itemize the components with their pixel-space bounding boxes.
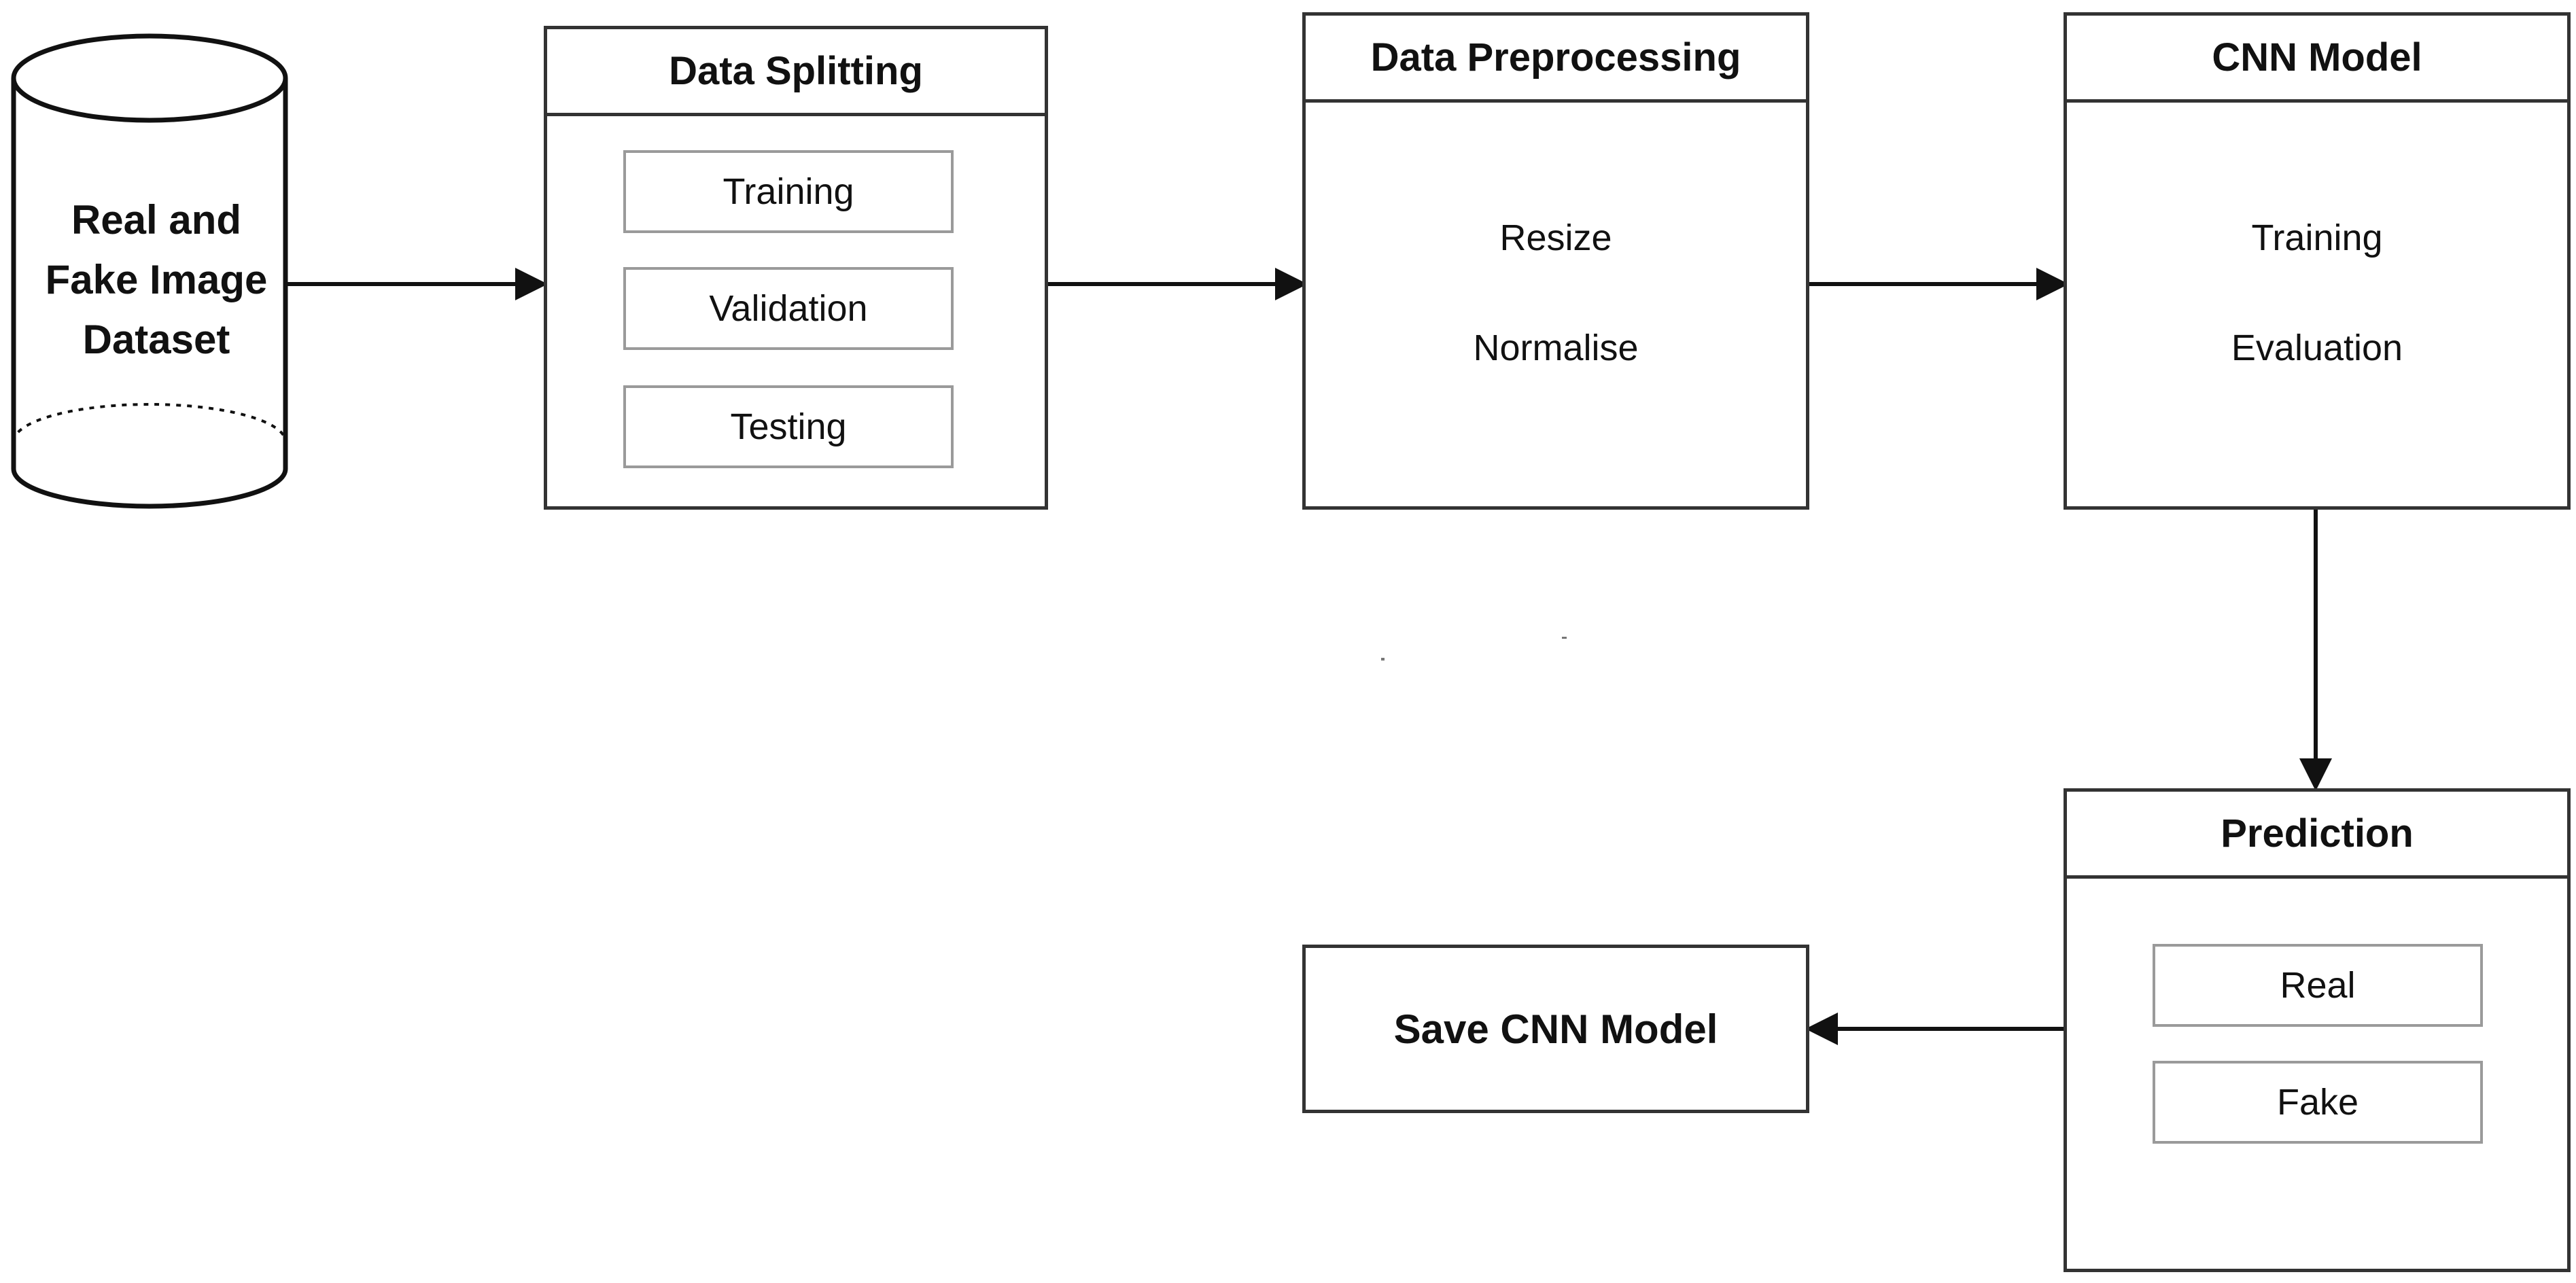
save-cnn-model-box: Save CNN Model [1302,945,1809,1113]
prediction-item-fake: Fake [2153,1061,2483,1144]
cnn-model-box: CNN Model Training Evaluation [2064,12,2571,510]
dataset-label-line: Fake Image [45,257,268,302]
data-splitting-title: Data Splitting [547,29,1045,116]
preprocessing-step-resize: Resize [1499,217,1612,258]
prediction-box: Prediction Real Fake [2064,788,2571,1272]
dataset-label-line: Real and [71,197,242,243]
prediction-item-real: Real [2153,944,2483,1027]
cnn-step-evaluation: Evaluation [2231,328,2403,368]
cnn-step-training: Training [2251,217,2383,258]
preprocessing-step-normalise: Normalise [1473,328,1639,368]
stray-mark [1381,658,1385,661]
split-item-validation: Validation [623,267,954,350]
cnn-model-title: CNN Model [2067,16,2567,103]
data-preprocessing-title: Data Preprocessing [1306,16,1806,103]
split-item-testing: Testing [623,385,954,468]
prediction-title: Prediction [2067,792,2567,879]
stray-mark [1562,637,1567,639]
data-splitting-box: Data Splitting Training Validation Testi… [544,26,1048,510]
dataset-cylinder-icon [11,33,288,509]
data-preprocessing-box: Data Preprocessing Resize Normalise [1302,12,1809,510]
dataset-label: Real and Fake Image Dataset [0,190,313,370]
split-item-training: Training [623,150,954,233]
dataset-label-line: Dataset [82,317,230,362]
